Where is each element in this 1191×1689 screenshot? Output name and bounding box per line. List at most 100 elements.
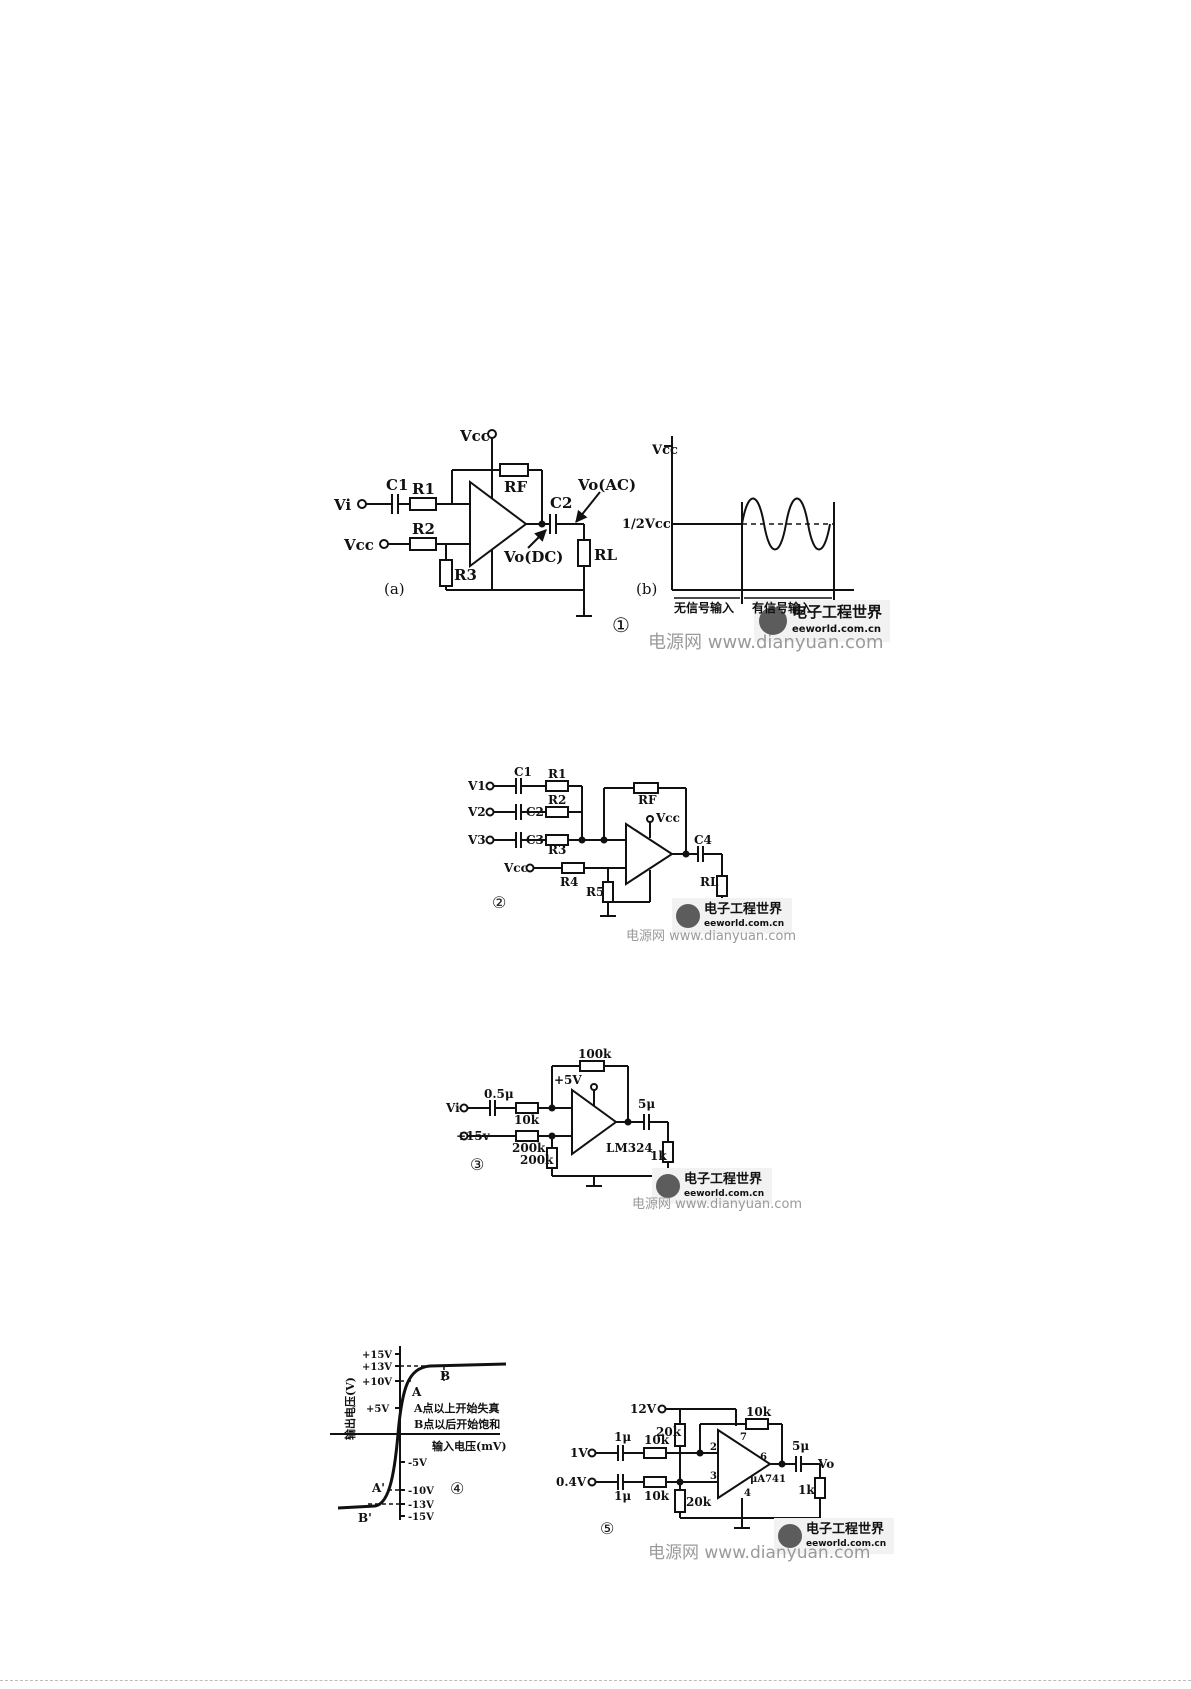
f3-label-r-in: 10k bbox=[514, 1113, 540, 1127]
eeworld-logo-icon bbox=[676, 904, 700, 928]
figure1-a-circuit bbox=[357, 429, 601, 617]
figure5-circuit bbox=[587, 1404, 826, 1529]
f3-label-rl: 1k bbox=[650, 1149, 667, 1163]
figure3-circuit bbox=[459, 1060, 674, 1187]
f5-label-cap1: 1μ bbox=[614, 1430, 631, 1444]
f5-label-vo: Vo bbox=[817, 1457, 834, 1471]
f5-label-rf: 10k bbox=[746, 1405, 772, 1419]
f2-label-rf: RF bbox=[638, 793, 657, 807]
logo-en: eeworld.com.cn bbox=[704, 919, 784, 929]
eeworld-logo-icon bbox=[759, 607, 787, 635]
f3-number: ③ bbox=[470, 1155, 484, 1174]
f1b-label-signal: 有信号输入 bbox=[752, 600, 812, 615]
f2-label-r3: R3 bbox=[548, 843, 566, 857]
f2-label-c4: C4 bbox=[694, 833, 712, 847]
f1a-label-vo-ac: Vo(AC) bbox=[577, 476, 636, 494]
figure4-transfer-curve bbox=[330, 1346, 507, 1520]
f1a-label-vcc-left: Vcc bbox=[343, 536, 374, 554]
f3-label-5v: +5V bbox=[554, 1073, 582, 1087]
f5-label-cap-out: 5μ bbox=[792, 1439, 809, 1453]
watermark-site: 电源网 www.dianyuan.com bbox=[648, 1543, 870, 1563]
f1a-label-r1: R1 bbox=[412, 480, 435, 498]
f4-tick-m10: -10V bbox=[408, 1486, 434, 1497]
f2-label-r5: R5 bbox=[586, 885, 604, 899]
f4-point-a: A bbox=[411, 1385, 422, 1399]
f3-label-rf: 100k bbox=[578, 1047, 612, 1061]
f2-label-c2: C2 bbox=[526, 805, 544, 819]
f4-number: ④ bbox=[450, 1479, 464, 1498]
f5-label-1v: 1V bbox=[570, 1446, 588, 1460]
f2-label-r1: R1 bbox=[548, 767, 566, 781]
logo-en: eeworld.com.cn bbox=[684, 1189, 764, 1199]
f4-tick-13: +13V bbox=[362, 1362, 392, 1373]
f4-tick-m5: -5V bbox=[408, 1458, 427, 1469]
page-footer-rule bbox=[0, 1680, 1191, 1684]
figure1-b-waveform bbox=[664, 436, 854, 604]
f4-point-b2: B' bbox=[358, 1511, 372, 1525]
f3-label-vi: Vi bbox=[445, 1101, 460, 1115]
f4-xlabel: 输入电压(mV) bbox=[432, 1439, 507, 1453]
figure2-circuit bbox=[485, 778, 728, 917]
f5-label-04v: 0.4V bbox=[556, 1475, 587, 1489]
f5-label-r-top: 20k bbox=[656, 1425, 682, 1439]
eeworld-logo-icon bbox=[778, 1524, 802, 1548]
f5-label-r-in2: 10k bbox=[644, 1489, 670, 1503]
f2-label-v2: V2 bbox=[467, 805, 486, 819]
f3-label-cap-out: 5μ bbox=[638, 1097, 655, 1111]
logo-cn: 电子工程世界 bbox=[704, 901, 782, 917]
f1b-label-no-signal: 无信号输入 bbox=[673, 600, 734, 615]
f5-label-rl: 1k bbox=[798, 1483, 815, 1497]
f5-label-pin4: 4 bbox=[744, 1488, 751, 1499]
f2-label-vcc-op: Vcc bbox=[655, 811, 680, 825]
f1a-label-vo-dc: Vo(DC) bbox=[503, 548, 563, 566]
f2-label-v1: V1 bbox=[467, 779, 486, 793]
f2-label-r4: R4 bbox=[560, 875, 578, 889]
f4-tick-5: +5V bbox=[366, 1404, 389, 1415]
f4-tick-m13: -13V bbox=[408, 1500, 434, 1511]
f1b-caption: (b) bbox=[636, 580, 657, 598]
f2-number: ② bbox=[492, 893, 506, 912]
f5-label-pin7: 7 bbox=[740, 1432, 747, 1443]
watermark-site: 电源网 www.dianyuan.com bbox=[626, 929, 796, 944]
watermark-logo-3: 电子工程世界 eeworld.com.cn 电源网 www.dianyuan.c… bbox=[632, 1168, 802, 1212]
f4-ylabel: 输出电压(V) bbox=[343, 1377, 357, 1440]
logo-en: eeworld.com.cn bbox=[792, 624, 881, 635]
f4-tick-10: +10V bbox=[362, 1377, 392, 1388]
f4-tick-15: +15V bbox=[362, 1350, 392, 1361]
f1a-label-r3: R3 bbox=[454, 566, 477, 584]
f5-label-opamp: μA741 bbox=[750, 1474, 786, 1485]
f3-label-15v: +15v bbox=[456, 1129, 491, 1143]
f1a-label-c1: C1 bbox=[386, 476, 408, 494]
f1a-caption: (a) bbox=[384, 580, 405, 598]
f5-label-pin2: 2 bbox=[710, 1442, 717, 1453]
f5-label-cap2: 1μ bbox=[614, 1489, 631, 1503]
f3-label-opamp: LM324 bbox=[606, 1141, 653, 1155]
f4-note1: A点以上开始失真 bbox=[413, 1401, 500, 1415]
f1-number: ① bbox=[612, 613, 630, 637]
f5-number: ⑤ bbox=[600, 1519, 614, 1538]
logo-cn: 电子工程世界 bbox=[684, 1171, 762, 1187]
f3-label-r-bias1: 200k bbox=[512, 1141, 546, 1155]
f5-label-pin6: 6 bbox=[760, 1452, 767, 1463]
logo-en: eeworld.com.cn bbox=[806, 1539, 886, 1549]
f1b-label-half-vcc: 1/2Vcc bbox=[622, 517, 671, 532]
watermark-logo-1: 电子工程世界 eeworld.com.cn 电源网 www.dianyuan.c… bbox=[648, 600, 890, 653]
f2-label-vcc-in: Vcc bbox=[503, 861, 528, 875]
watermark-logo-4: 电子工程世界 eeworld.com.cn 电源网 www.dianyuan.c… bbox=[648, 1518, 894, 1563]
f2-label-r2: R2 bbox=[548, 793, 566, 807]
logo-cn: 电子工程世界 bbox=[792, 603, 882, 621]
f5-label-r-bot: 20k bbox=[686, 1495, 712, 1509]
f4-note2: B点以后开始饱和 bbox=[414, 1417, 500, 1431]
f5-label-pin3: 3 bbox=[710, 1471, 717, 1482]
f1a-label-vi: Vi bbox=[333, 496, 351, 514]
watermark-site: 电源网 www.dianyuan.com bbox=[648, 632, 884, 653]
watermark-site: 电源网 www.dianyuan.com bbox=[632, 1197, 802, 1212]
f3-label-r-bias2: 200k bbox=[520, 1153, 554, 1167]
f2-label-c3: C3 bbox=[526, 833, 544, 847]
f1a-label-r2: R2 bbox=[412, 520, 435, 538]
f1a-label-vcc-top: Vcc bbox=[459, 427, 490, 445]
f1a-label-rf: RF bbox=[504, 478, 527, 496]
f1a-label-c2: C2 bbox=[550, 494, 572, 512]
